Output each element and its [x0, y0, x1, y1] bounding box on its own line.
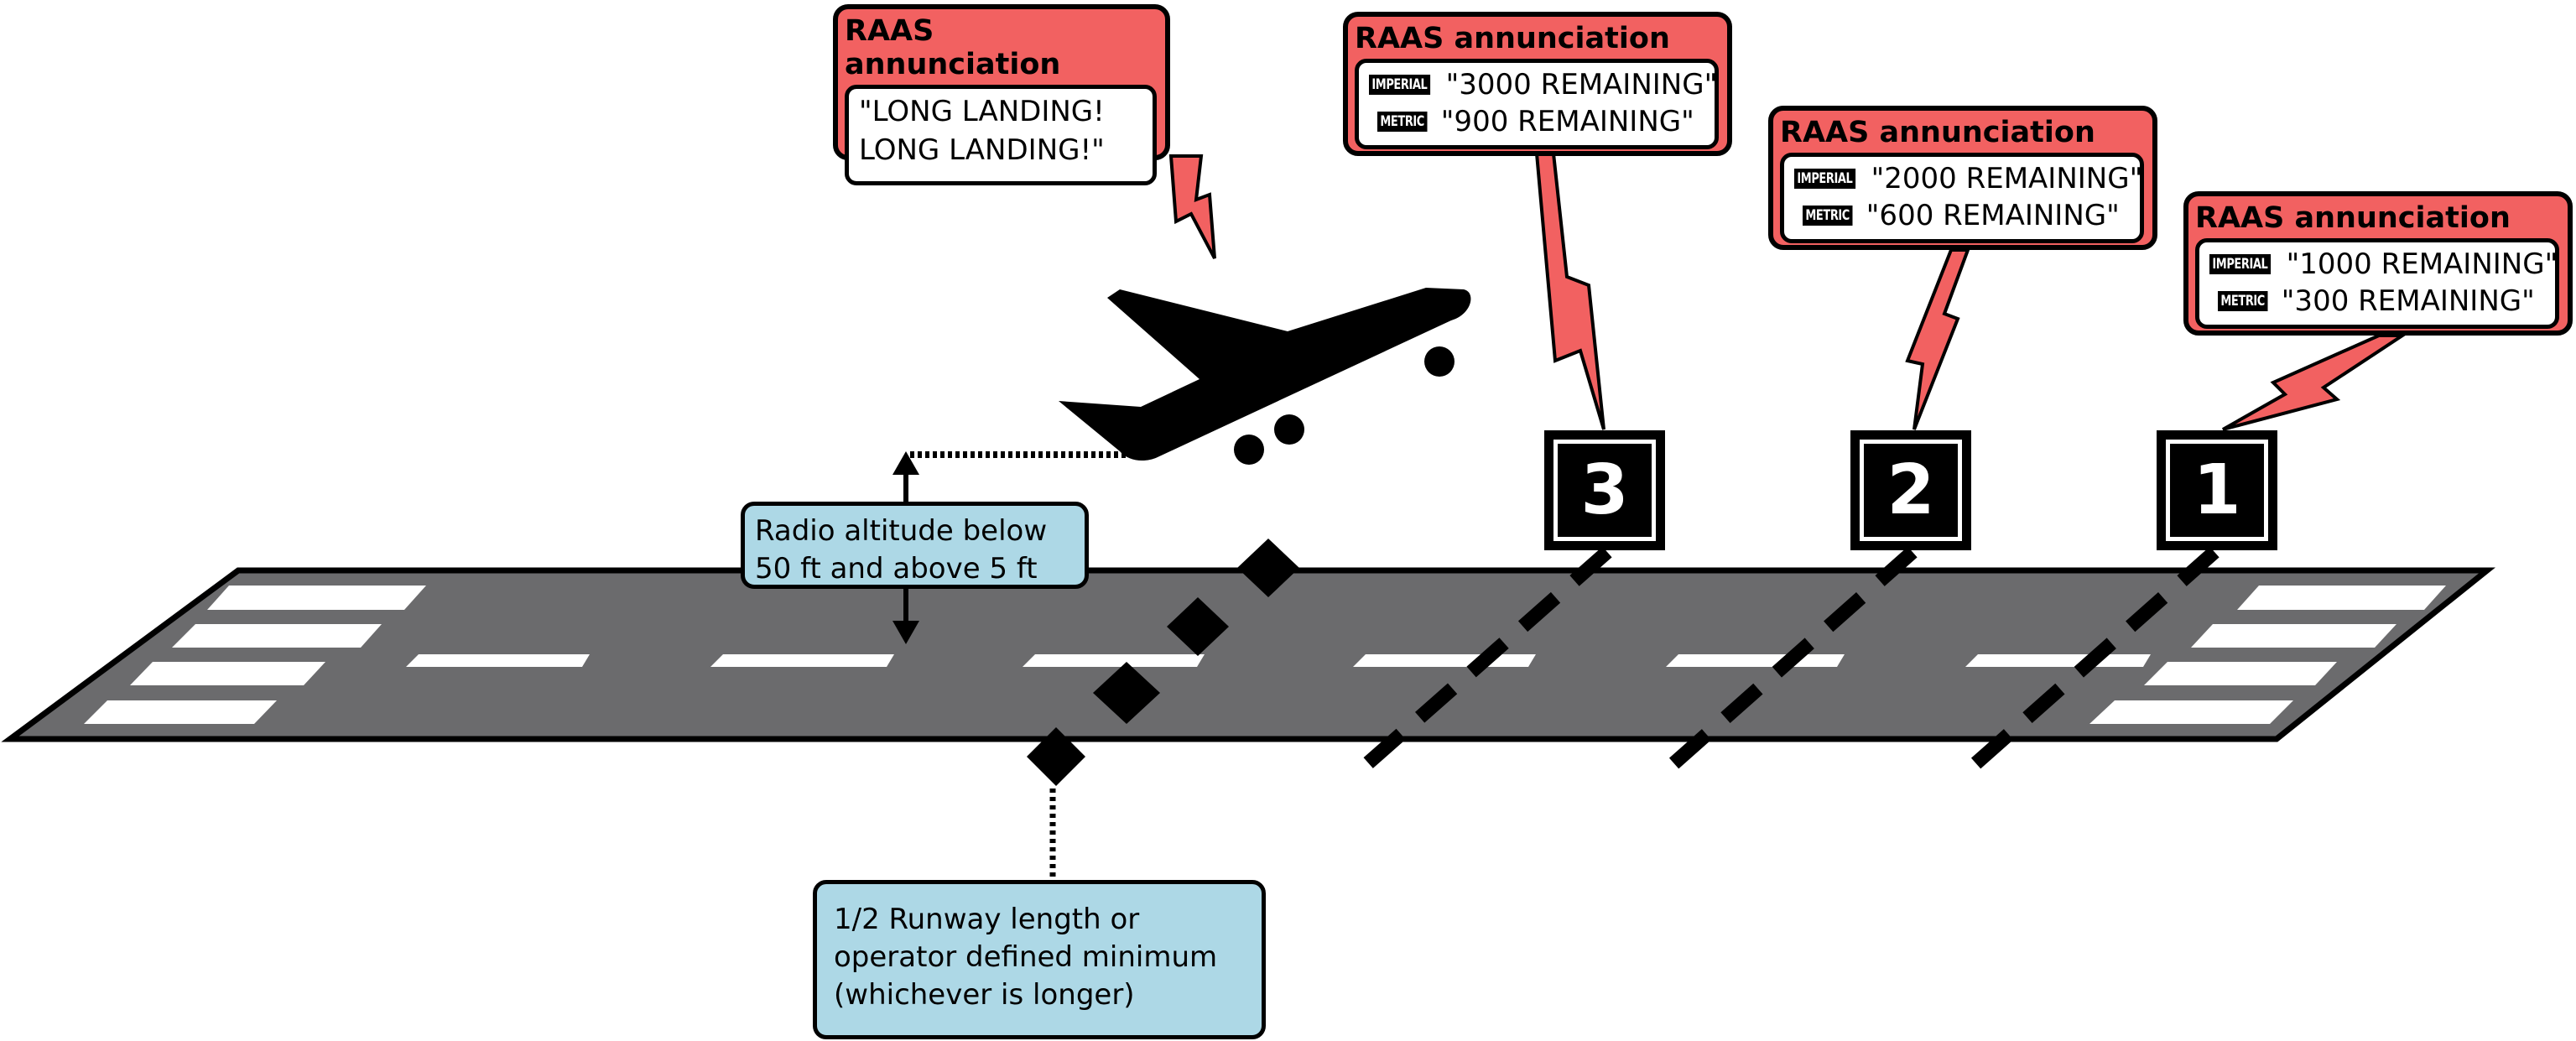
callout-body: IMPERIAL "3000 REMAINING" METRIC "900 REMA… — [1355, 59, 1719, 149]
threshold-stripes-right — [2089, 586, 2446, 724]
marker-number: 1 — [2193, 450, 2241, 530]
lightning-bolt-icon — [1905, 248, 1970, 430]
threshold-stripes-left — [84, 586, 426, 724]
raas-callout-long-landing: RAAS annunciation "LONG LANDING! LONG LA… — [833, 4, 1170, 185]
callout-title: RAAS annunciation — [1780, 116, 2095, 149]
distance-marker-sign-1: 1 — [2157, 430, 2277, 550]
imperial-badge: IMPERIAL — [1794, 169, 1855, 189]
marker-number: 3 — [1580, 450, 1629, 530]
half-runway-line — [1027, 539, 1299, 786]
radio-altitude-note: Radio altitude below 50 ft and above 5 f… — [741, 502, 1089, 589]
annunciation-line: "LONG LANDING! — [859, 95, 1105, 128]
metric-badge: METRIC — [1377, 112, 1428, 132]
note-line: Radio altitude below — [755, 514, 1048, 548]
raas-callout-1000: RAAS annunciation IMPERIAL "1000 REMAININ… — [2183, 191, 2573, 336]
raas-callout-2000: RAAS annunciation IMPERIAL "2000 REMAININ… — [1768, 106, 2157, 250]
imperial-annunciation: "2000 REMAINING" — [1871, 162, 2143, 195]
note-line: 50 ft and above 5 ft — [755, 552, 1038, 586]
callout-body: IMPERIAL "2000 REMAINING" METRIC "600 REMA… — [1780, 153, 2144, 243]
imperial-badge: IMPERIAL — [1369, 75, 1430, 95]
metric-badge: METRIC — [2218, 291, 2268, 311]
metric-annunciation: "600 REMAINING" — [1866, 199, 2120, 232]
distance-marker-sign-2: 2 — [1850, 430, 1971, 550]
note-line: (whichever is longer) — [834, 978, 1135, 1012]
callout-body: "LONG LANDING! LONG LANDING!" — [845, 85, 1157, 185]
note-line: operator defined minimum — [834, 940, 1218, 974]
distance-line-1000 — [1966, 546, 2220, 773]
distance-line-3000 — [1358, 546, 1612, 773]
lightning-bolt-icon — [1534, 152, 1605, 430]
metric-annunciation: "300 REMAINING" — [2281, 284, 2535, 318]
imperial-annunciation: "3000 REMAINING" — [1445, 68, 1718, 101]
airplane-icon — [1059, 288, 1471, 465]
lightning-bolt-icon — [2222, 334, 2408, 431]
distance-marker-sign-3: 3 — [1544, 430, 1665, 550]
metric-annunciation: "900 REMAINING" — [1440, 105, 1694, 138]
imperial-annunciation: "1000 REMAINING" — [2286, 247, 2558, 281]
runway — [1, 567, 2495, 742]
marker-number: 2 — [1886, 450, 1935, 530]
annunciation-line: LONG LANDING!" — [859, 133, 1105, 167]
callout-title: RAAS annunciation — [2195, 201, 2511, 235]
callout-title: RAAS annunciation — [1355, 22, 1670, 55]
imperial-badge: IMPERIAL — [2209, 254, 2271, 274]
metric-badge: METRIC — [1803, 206, 1853, 226]
callout-body: IMPERIAL "1000 REMAINING" METRIC "300 REMA… — [2195, 238, 2559, 329]
callout-title: RAAS annunciation — [845, 14, 1061, 81]
note-line: 1/2 Runway length or — [834, 903, 1140, 936]
lightning-bolt-icon — [1168, 154, 1216, 259]
runway-length-note: 1/2 Runway length or operator defined mi… — [813, 880, 1266, 1039]
raas-callout-3000: RAAS annunciation IMPERIAL "3000 REMAININ… — [1343, 12, 1732, 156]
distance-line-2000 — [1664, 546, 1918, 773]
